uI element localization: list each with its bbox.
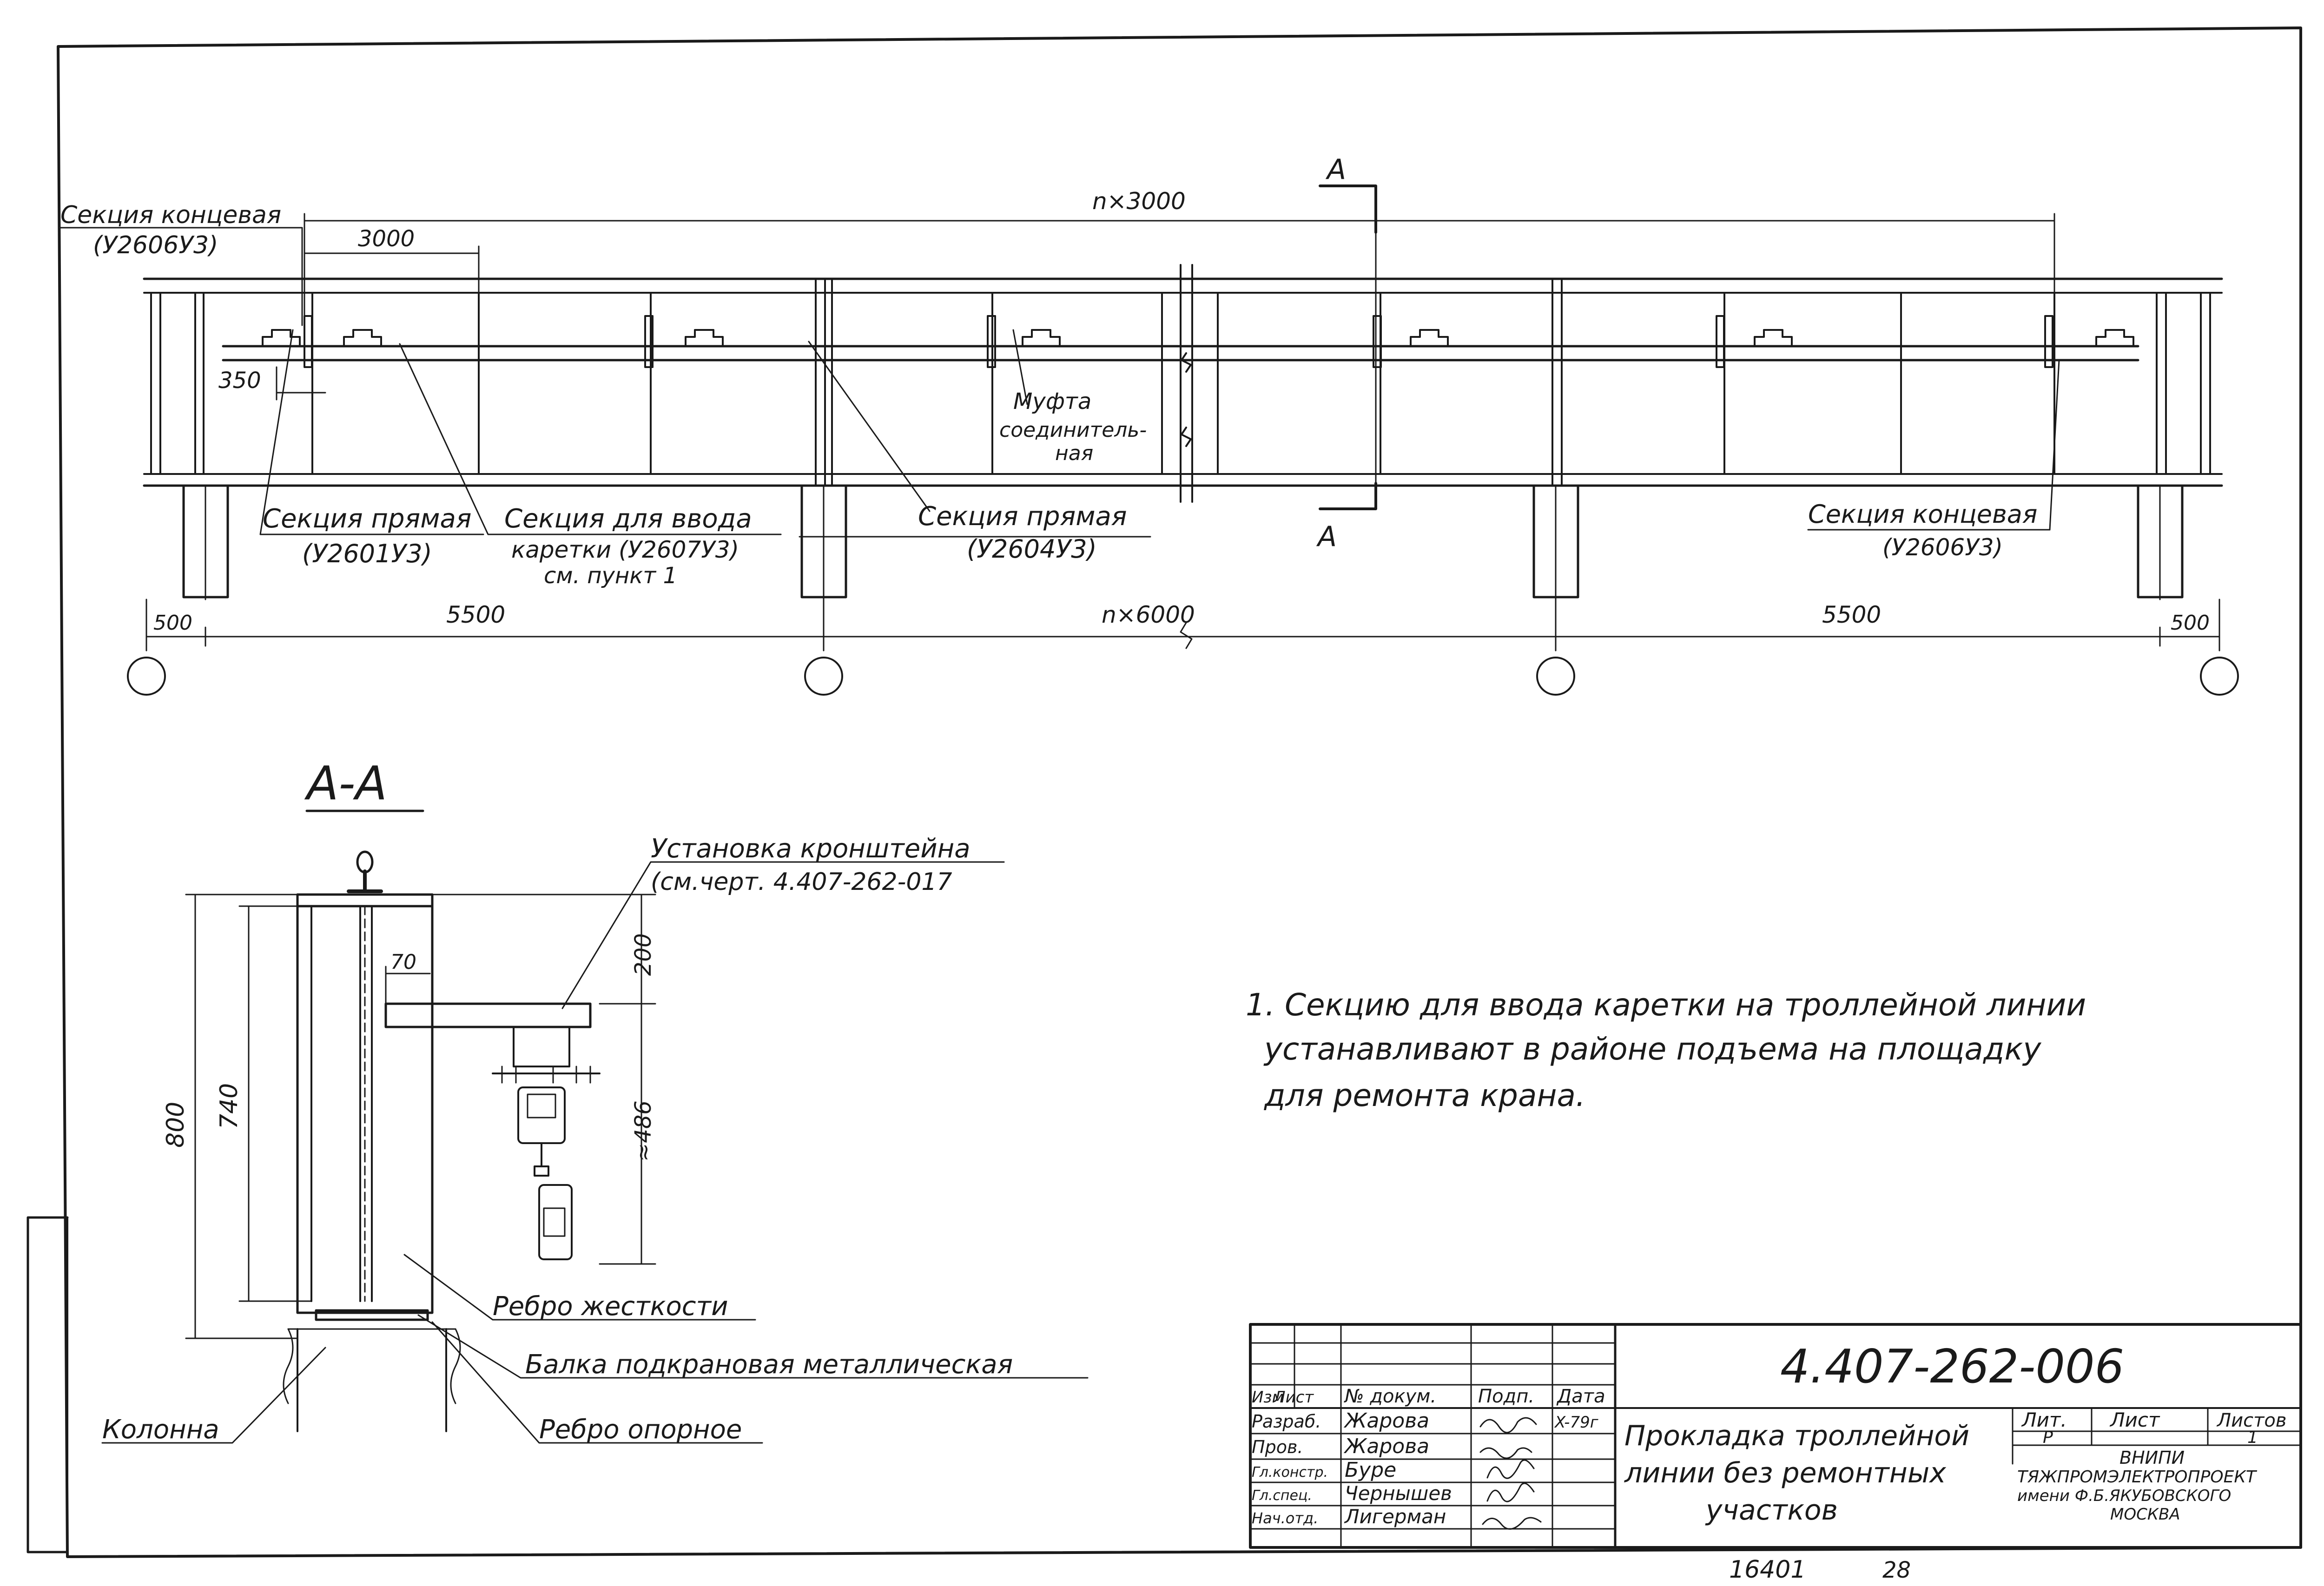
section-mark-bottom: А <box>1316 520 1337 553</box>
dim-740: 740 <box>215 1083 243 1129</box>
role-1: Разраб. <box>1252 1411 1321 1432</box>
label-coupling-2: соединитель- <box>999 418 1147 442</box>
footer-page: 28 <box>1882 1557 1911 1583</box>
drawing-title-3: участков <box>1705 1494 1838 1527</box>
section-leaders <box>101 861 1089 1444</box>
section-mark-top: А <box>1325 153 1346 186</box>
col-izm: Изм <box>1252 1388 1284 1407</box>
lit-value: Р <box>2043 1428 2053 1447</box>
label-beam: Балка подкрановая металлическая <box>525 1349 1013 1380</box>
label-end-right: Секция концевая <box>1808 500 2037 529</box>
label-coupling-1: Муфта <box>1013 388 1091 415</box>
dim-5500-left: 5500 <box>446 601 505 628</box>
col-doc: № докум. <box>1344 1386 1436 1407</box>
trolley-line <box>222 345 2139 362</box>
bracket-arm <box>384 894 656 1265</box>
dim-800: 800 <box>162 1102 190 1148</box>
section-title: А-А <box>304 756 387 810</box>
section-a-a: А-А <box>101 756 1089 1445</box>
column-section <box>283 1328 461 1432</box>
footer-number: 16401 <box>1729 1556 1806 1584</box>
leaders <box>59 227 2060 538</box>
dims-vertical <box>185 894 312 1339</box>
label-support-rib: Ребро опорное <box>539 1415 742 1445</box>
date-1: X-79г <box>1554 1413 1599 1432</box>
org-2: ТЯЖПРОМЭЛЕКТРОПРОЕКТ <box>2017 1468 2258 1487</box>
sheets-label: Листов <box>2216 1410 2286 1431</box>
org-3: имени Ф.Б.ЯКУБОВСКОГО <box>2017 1487 2231 1505</box>
col-sign: Подп. <box>1478 1386 1534 1407</box>
dim-bottom <box>145 622 2220 649</box>
crane-beam-top <box>143 277 2223 294</box>
label-rib: Ребро жесткости <box>493 1291 728 1322</box>
title-block: 4.407-262-006 Изм Лист № докум. Подп. Да… <box>1249 1323 2302 1549</box>
role-3: Гл.констр. <box>1252 1464 1328 1481</box>
label-end-left: Секция концевая <box>60 201 281 229</box>
sheets-value: 1 <box>2247 1428 2258 1447</box>
name-2: Жарова <box>1343 1435 1429 1458</box>
col-date: Дата <box>1556 1386 1605 1407</box>
beam-break <box>1180 264 1193 503</box>
section-cut-marks <box>1319 184 1377 510</box>
crane-beam-bottom <box>143 473 2223 487</box>
org-4: МОСКВА <box>2110 1505 2180 1524</box>
name-5: Лигерман <box>1344 1505 1446 1528</box>
lit-label: Лит. <box>2021 1408 2067 1431</box>
name-4: Чернышев <box>1345 1482 1452 1505</box>
dim-n6000: n×6000 <box>1102 601 1195 628</box>
dim-486: ≈486 <box>630 1100 656 1162</box>
label-straight-left: Секция прямая <box>263 504 471 534</box>
dim-500-right: 500 <box>2171 611 2210 635</box>
section-joints <box>304 315 2053 368</box>
role-2: Пров. <box>1252 1437 1303 1457</box>
plan-view: 500 5500 n×6000 5500 500 n×3000 3000 350… <box>59 153 2239 696</box>
col-list: Лист <box>1273 1388 1314 1407</box>
role-4: Гл.спец. <box>1252 1487 1312 1504</box>
note-line-3: для ремонта крана. <box>1264 1078 1585 1113</box>
dim-5500-right: 5500 <box>1822 601 1881 628</box>
grid-axes <box>127 599 2239 696</box>
label-end-right-code: (У2606У3) <box>1882 534 2003 561</box>
dim-350: 350 <box>218 368 261 394</box>
label-entry-3: см. пункт 1 <box>544 563 677 589</box>
doc-number: 4.407-262-006 <box>1780 1339 2124 1394</box>
note: 1. Секцию для ввода каретки на троллейно… <box>1246 987 2086 1113</box>
dim-top <box>276 213 2055 401</box>
label-bracket-2: (см.черт. 4.407-262-017 <box>651 868 952 896</box>
name-1: Жарова <box>1343 1409 1429 1433</box>
note-line-1: 1. Секцию для ввода каретки на троллейно… <box>1246 987 2086 1023</box>
sheet-label: Лист <box>2109 1408 2160 1431</box>
dim-70: 70 <box>390 950 416 974</box>
label-end-left-code: (У2606У3) <box>93 231 218 259</box>
columns <box>182 484 2184 600</box>
drawing-title-2: линии без ремонтных <box>1624 1457 1946 1489</box>
bracket-caps <box>262 329 2134 347</box>
label-straight-mid-code: (У2604У3) <box>967 534 1097 564</box>
trolley-holder <box>492 1026 601 1260</box>
dim-200: 200 <box>630 933 656 976</box>
label-straight-left-code: (У2601У3) <box>302 539 432 568</box>
dim-500-left: 500 <box>153 611 192 635</box>
dim-3000: 3000 <box>358 226 415 252</box>
label-entry: Секция для ввода <box>504 504 752 534</box>
name-3: Буре <box>1345 1458 1396 1482</box>
role-5: Нач.отд. <box>1252 1509 1318 1527</box>
label-straight-mid: Секция прямая <box>918 501 1127 532</box>
drawing-title-1: Прокладка троллейной <box>1624 1420 1969 1452</box>
label-entry-2: каретки (У2607У3) <box>511 536 739 563</box>
org-1: ВНИПИ <box>2119 1448 2185 1468</box>
dim-n3000: n×3000 <box>1092 188 1186 215</box>
beam-section <box>296 893 434 1321</box>
label-column: Колонна <box>102 1415 219 1445</box>
note-line-2: устанавливают в районе подъема на площад… <box>1263 1031 2041 1067</box>
label-coupling-3: ная <box>1055 441 1093 465</box>
label-bracket-1: Установка кронштейна <box>651 834 971 864</box>
signatures <box>1479 1417 1542 1530</box>
rail <box>347 850 383 893</box>
